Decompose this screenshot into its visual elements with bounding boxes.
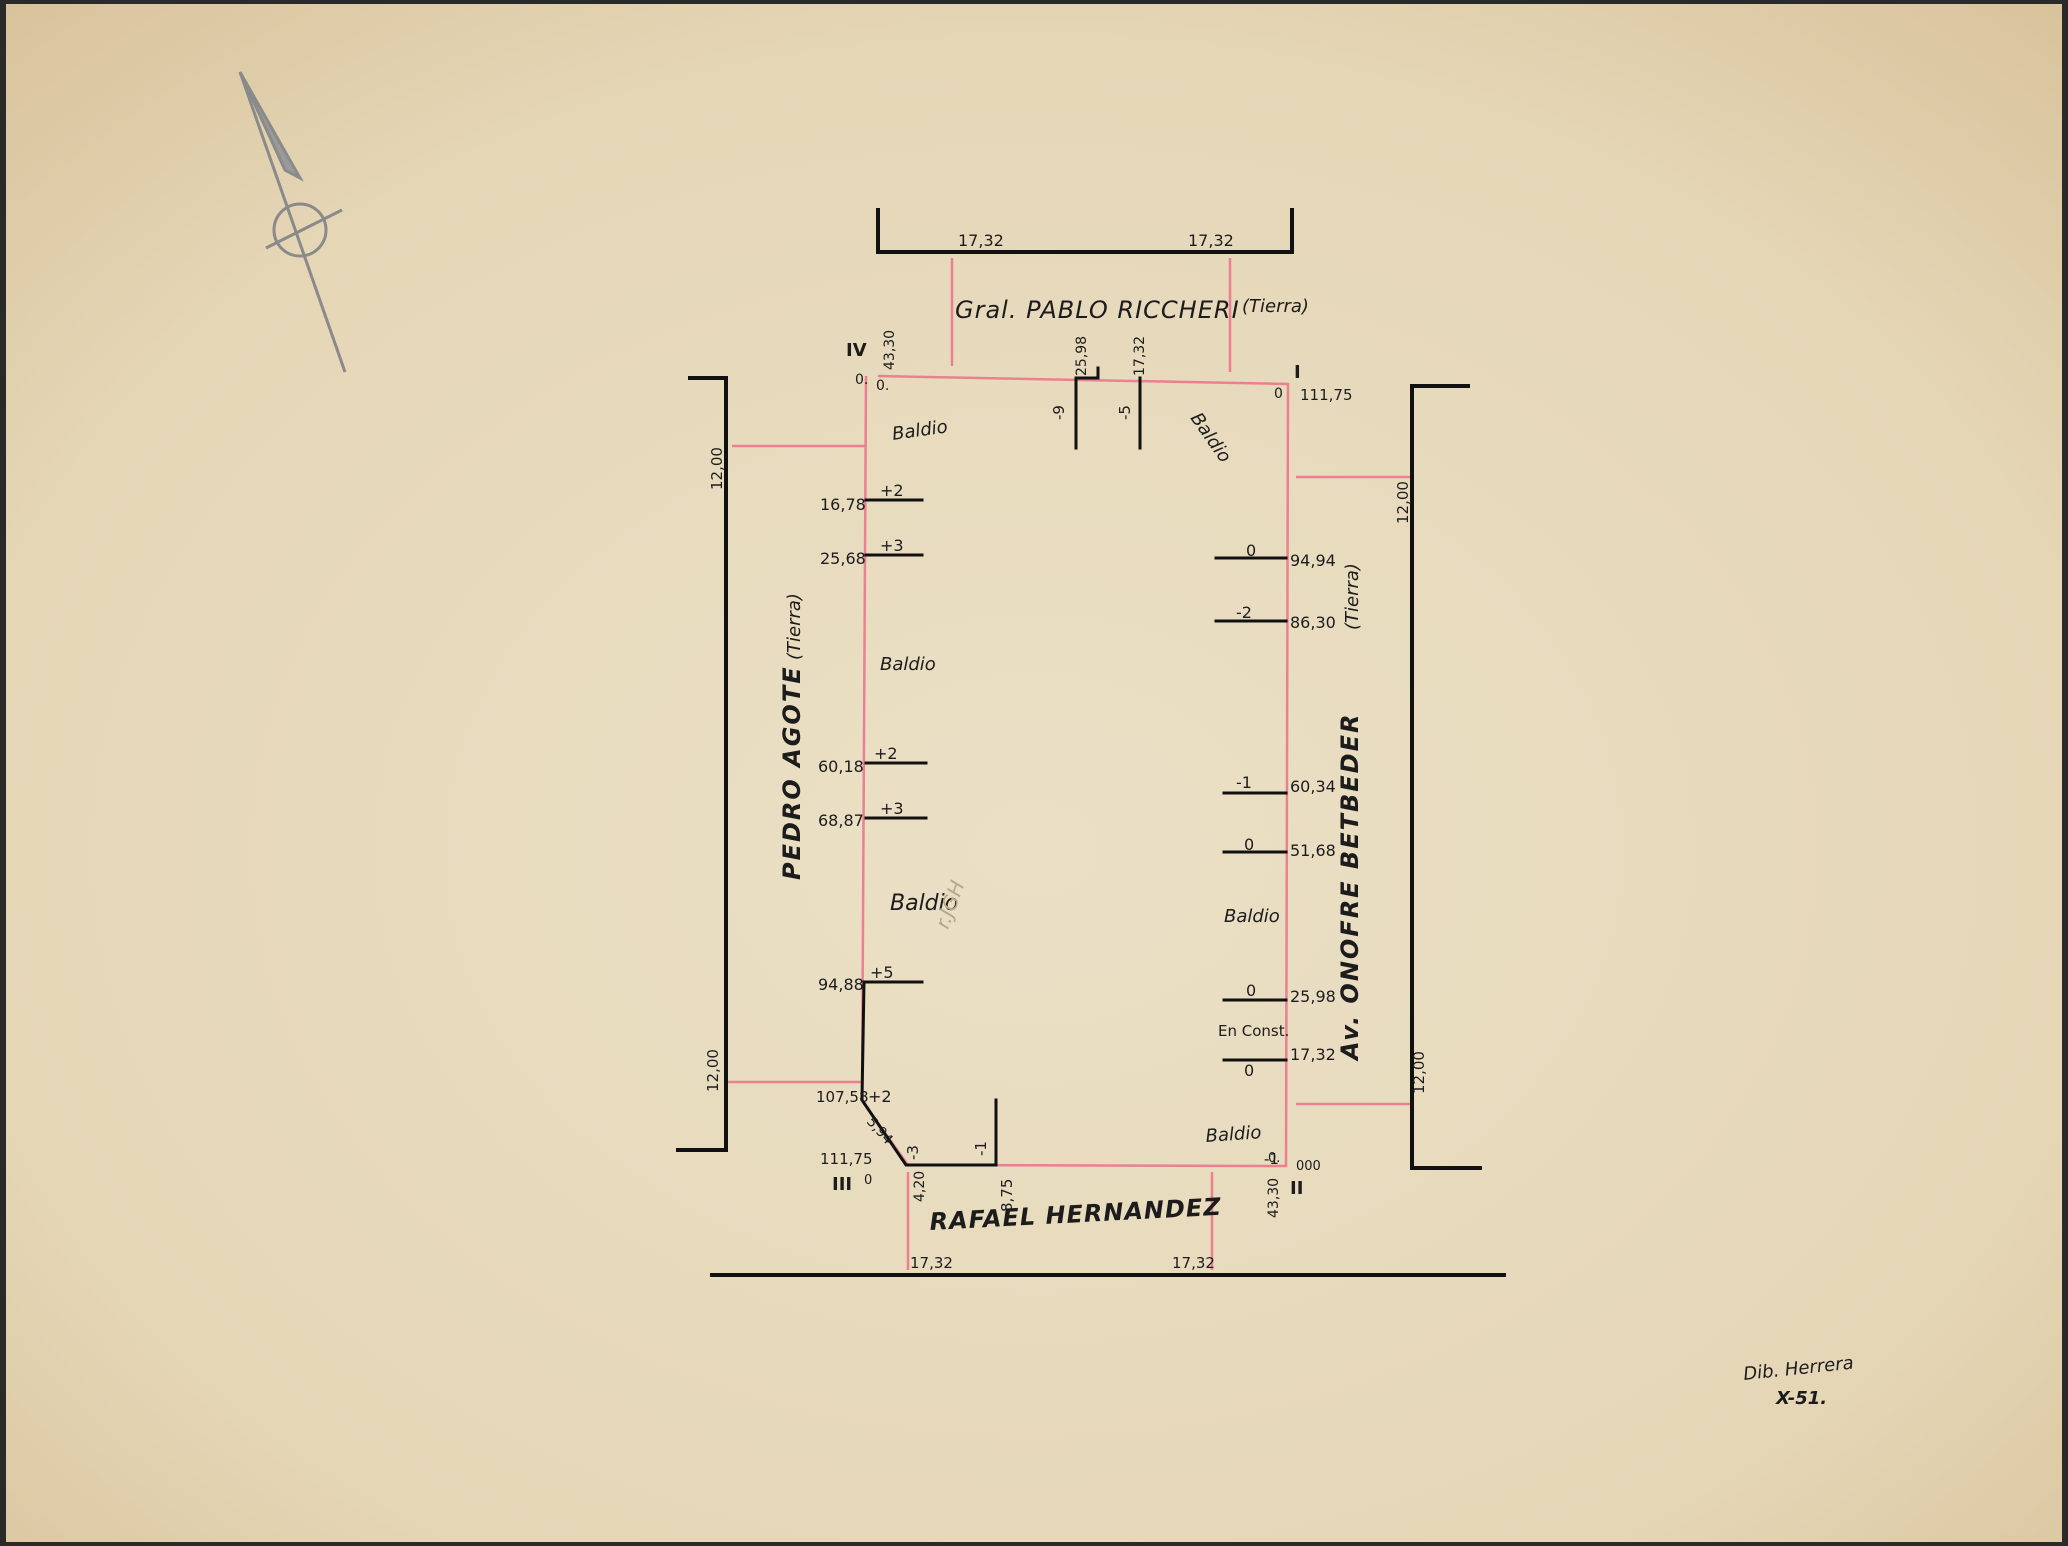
vertex-II-label: II (1290, 1178, 1303, 1199)
bottom-mark-3-level: -1 (1264, 1150, 1279, 1168)
street-dim-right-top: 12,00 (1394, 481, 1412, 524)
street-dim-right-bottom: 12,00 (1410, 1051, 1428, 1094)
vertex-I-progressive: 111,75 (1300, 386, 1353, 404)
bottom-mark-1-dist: 4,20 (912, 1171, 928, 1202)
vertex-IV-offset: 0. (855, 372, 868, 388)
vertex-III-zero: 0 (864, 1173, 872, 1188)
street-dim-top-left: 17,32 (958, 231, 1004, 250)
vertex-II-zero: 0. (1268, 1151, 1280, 1166)
signature-date: X-51. (1775, 1388, 1827, 1409)
north-arrow-icon (238, 71, 347, 373)
street-surface-right: (Tierra) (1342, 563, 1363, 630)
street-name-top: Gral. PABLO RICCHERI (955, 296, 1240, 324)
left-mark-3-level: +2 (874, 744, 898, 763)
lot-label: Baldio (1224, 906, 1280, 927)
right-mark-6-level: 0 (1244, 1061, 1254, 1080)
right-mark-4-dist: 51,68 (1290, 841, 1336, 860)
right-mark-2-dist: 86,30 (1290, 613, 1336, 632)
top-mark-1-dist: 25,98 (1074, 336, 1090, 376)
street-dim-top-right: 17,32 (1188, 231, 1234, 250)
left-mark-6-dist: 107,58 (816, 1088, 869, 1106)
street-dim-bottom-right: 17,32 (1172, 1254, 1215, 1272)
street-dim-left-top: 12,00 (708, 447, 726, 490)
left-mark-3-dist: 60,18 (818, 757, 864, 776)
lot-outline (860, 374, 1290, 1168)
street-surface-top: (Tierra) (1242, 296, 1309, 317)
street-width-connectors (728, 258, 1410, 1270)
right-mark-1-dist: 94,94 (1290, 551, 1336, 570)
vertex-I-label: I (1294, 362, 1301, 383)
street-name-left: PEDRO AGOTE (778, 665, 806, 880)
vertex-III-progressive: 111,75 (820, 1150, 873, 1168)
vertex-IV-zero: 0. (876, 378, 889, 394)
right-mark-5-level: 0 (1246, 981, 1256, 1000)
top-mark-2-level: -5 (1116, 405, 1134, 420)
right-construction: En Const. (1218, 1022, 1289, 1040)
right-mark-6-dist: 17,32 (1290, 1045, 1336, 1064)
lot-label: Baldio (880, 654, 936, 675)
vertex-II-progressive: 000 (1296, 1159, 1321, 1174)
vertex-IV-progressive: 43,30 (882, 330, 898, 370)
vertex-I-zero: 0 (1274, 386, 1283, 402)
top-mark-2-dist: 17,32 (1132, 336, 1148, 376)
top-mark-1-level: -9 (1050, 405, 1068, 420)
left-mark-4-dist: 68,87 (818, 811, 864, 830)
vertex-II-offset: 43,30 (1266, 1178, 1282, 1218)
bottom-mark-2-level: -1 (972, 1141, 990, 1156)
vertex-III-label: III (832, 1174, 852, 1195)
level-marks (860, 366, 1288, 1167)
bottom-mark-1-level: -3 (904, 1145, 922, 1160)
left-mark-1-level: +2 (880, 481, 904, 500)
left-mark-4-level: +3 (880, 799, 904, 818)
right-mark-1-level: 0 (1246, 541, 1256, 560)
paper-background (6, 4, 2062, 1542)
right-mark-3-dist: 60,34 (1290, 777, 1336, 796)
street-dim-left-bottom: 12,00 (704, 1049, 722, 1092)
right-mark-3-level: -1 (1236, 773, 1252, 792)
right-mark-2-level: -2 (1236, 603, 1252, 622)
left-mark-2-level: +3 (880, 536, 904, 555)
street-lines (676, 208, 1506, 1277)
street-dim-bottom-left: 17,32 (910, 1254, 953, 1272)
left-mark-5-level: +5 (870, 963, 894, 982)
lot-label: Baldio (890, 891, 958, 916)
right-mark-5-dist: 25,98 (1290, 987, 1336, 1006)
left-mark-6-level: +2 (868, 1087, 892, 1106)
lot-label: Baldio (1205, 1122, 1262, 1147)
left-mark-5-dist: 94,88 (818, 975, 864, 994)
street-surface-left: (Tierra) (784, 593, 805, 660)
vertex-IV-label: IV (846, 340, 867, 361)
right-mark-4-level: 0 (1244, 835, 1254, 854)
left-mark-2-dist: 25,68 (820, 549, 866, 568)
left-mark-1-dist: 16,78 (820, 495, 866, 514)
bottom-mark-2-dist: 8,75 (998, 1179, 1016, 1212)
street-name-right: Av. ONOFRE BETBEDER (1336, 713, 1364, 1062)
